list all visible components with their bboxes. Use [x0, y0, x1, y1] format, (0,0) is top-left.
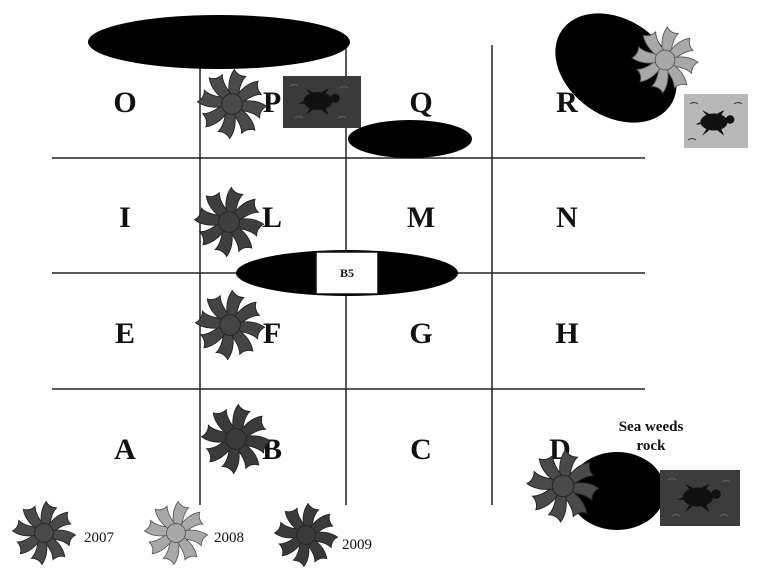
legend-starfish-icon-2008 — [145, 502, 208, 565]
turtle-image-d — [660, 470, 740, 526]
cell-label-a: A — [114, 433, 136, 466]
rock-ellipse-top — [88, 15, 350, 69]
cell-label-n: N — [556, 201, 578, 234]
cell-label-m: M — [407, 201, 435, 234]
legend: 2007 2008 2009 — [13, 502, 373, 567]
cell-label-r: R — [556, 86, 578, 119]
rock-label-line2: rock — [637, 438, 667, 454]
turtle-image-p — [283, 76, 361, 128]
cell-label-l: L — [262, 201, 282, 234]
cell-label-g: G — [409, 317, 432, 350]
cell-label-h: H — [555, 317, 578, 350]
b5-label: B5 — [340, 266, 354, 280]
starfish-icon-l — [195, 188, 264, 257]
legend-label-2008: 2008 — [214, 530, 244, 546]
legend-starfish-icon-2009 — [275, 504, 338, 567]
cell-label-o: O — [113, 86, 136, 119]
starfish-icon-b — [202, 405, 271, 474]
starfish-icon-p — [198, 70, 267, 139]
cell-label-f: F — [263, 317, 281, 350]
rock-label-line1: Sea weeds — [619, 419, 684, 435]
cell-label-i: I — [119, 201, 131, 234]
cell-label-e: E — [115, 317, 135, 350]
legend-label-2009: 2009 — [342, 537, 372, 553]
cell-label-q: Q — [409, 86, 432, 119]
legend-starfish-icon-2007 — [13, 502, 76, 565]
turtle-image-r — [684, 94, 748, 148]
legend-label-2007: 2007 — [84, 530, 115, 546]
starfish-icon-f — [196, 291, 265, 360]
rock-ellipse-q — [348, 120, 472, 158]
cell-label-p: P — [263, 86, 281, 119]
cell-label-c: C — [410, 433, 432, 466]
